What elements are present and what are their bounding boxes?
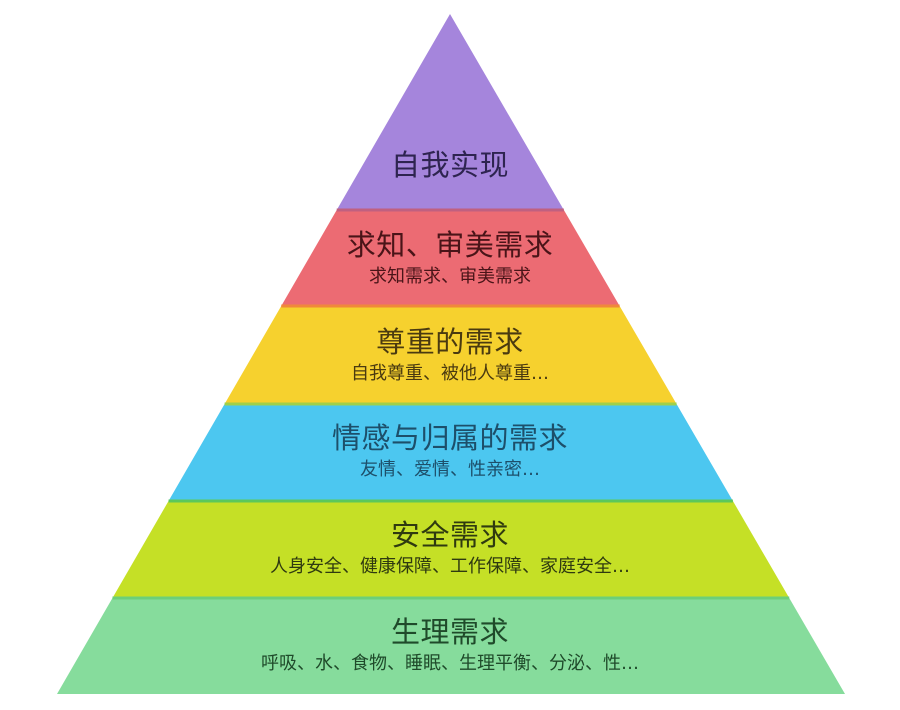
layer-title: 求知、审美需求 — [346, 228, 554, 262]
pyramid-layer-5 — [112, 501, 790, 598]
pyramid-layer-2 — [281, 210, 620, 306]
layer-text-6: 生理需求呼吸、水、食物、睡眠、生理平衡、分泌、性… — [0, 615, 900, 675]
layer-text-1: 自我实现 — [0, 148, 900, 182]
layer-subtitle: 友情、爱情、性亲密… — [360, 459, 540, 480]
layer-subtitle: 呼吸、水、食物、睡眠、生理平衡、分泌、性… — [261, 653, 639, 674]
layer-text-3: 尊重的需求自我尊重、被他人尊重… — [0, 325, 900, 385]
layer-subtitle: 人身安全、健康保障、工作保障、家庭安全… — [270, 556, 630, 577]
layer-subtitle: 求知需求、审美需求 — [369, 266, 531, 287]
pyramid-layer-1 — [336, 14, 564, 210]
layer-text-4: 情感与归属的需求友情、爱情、性亲密… — [0, 421, 900, 481]
layer-title: 自我实现 — [390, 148, 509, 182]
layer-text-5: 安全需求人身安全、健康保障、工作保障、家庭安全… — [0, 518, 900, 578]
pyramid-layer-3 — [224, 306, 677, 404]
pyramid-layer-6 — [57, 598, 845, 694]
layer-title: 情感与归属的需求 — [331, 421, 568, 455]
layer-title: 尊重的需求 — [376, 325, 524, 359]
pyramid-layer-4 — [168, 404, 733, 501]
layer-text-2: 求知、审美需求求知需求、审美需求 — [0, 228, 900, 288]
layer-title: 安全需求 — [390, 518, 509, 552]
layer-title: 生理需求 — [390, 615, 509, 649]
layer-subtitle: 自我尊重、被他人尊重… — [351, 363, 549, 384]
